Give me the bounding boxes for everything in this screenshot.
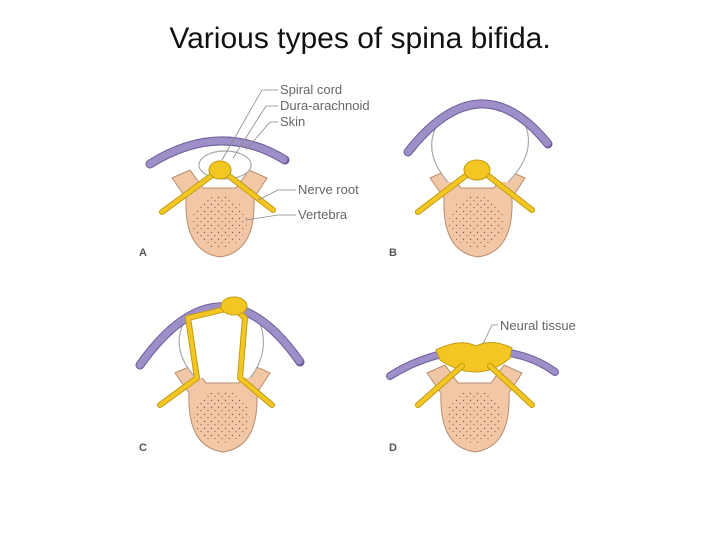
- panel-label-a: A: [139, 247, 147, 259]
- vertebra-a: [171, 169, 268, 258]
- panel-a: Spiral cord Dura-arachnoid Skin Nerve ro…: [139, 82, 370, 259]
- panel-b: B: [389, 99, 553, 259]
- panel-c: C: [135, 296, 305, 454]
- slide-title: Various types of spina bifida.: [169, 22, 551, 55]
- spinal-cord-a: [208, 160, 232, 180]
- vertebra-b: [429, 169, 526, 258]
- panel-d: Neural tissue D: [386, 318, 576, 454]
- label-neural-tissue: Neural tissue: [500, 318, 576, 333]
- spinal-cord-b: [463, 159, 491, 181]
- panel-label-c: C: [139, 442, 147, 454]
- label-dura-arachnoid: Dura-arachnoid: [280, 98, 370, 113]
- vertebra-d: [426, 364, 523, 453]
- neural-tissue-plate: [435, 342, 513, 373]
- vertebra-c: [174, 364, 271, 453]
- spinal-cord-c: [220, 296, 248, 316]
- label-skin: Skin: [280, 114, 305, 129]
- label-vertebra: Vertebra: [298, 207, 348, 222]
- panel-label-b: B: [389, 247, 397, 259]
- label-spinal-cord: Spiral cord: [280, 82, 342, 97]
- panel-label-d: D: [389, 442, 397, 454]
- label-nerve-root: Nerve root: [298, 182, 359, 197]
